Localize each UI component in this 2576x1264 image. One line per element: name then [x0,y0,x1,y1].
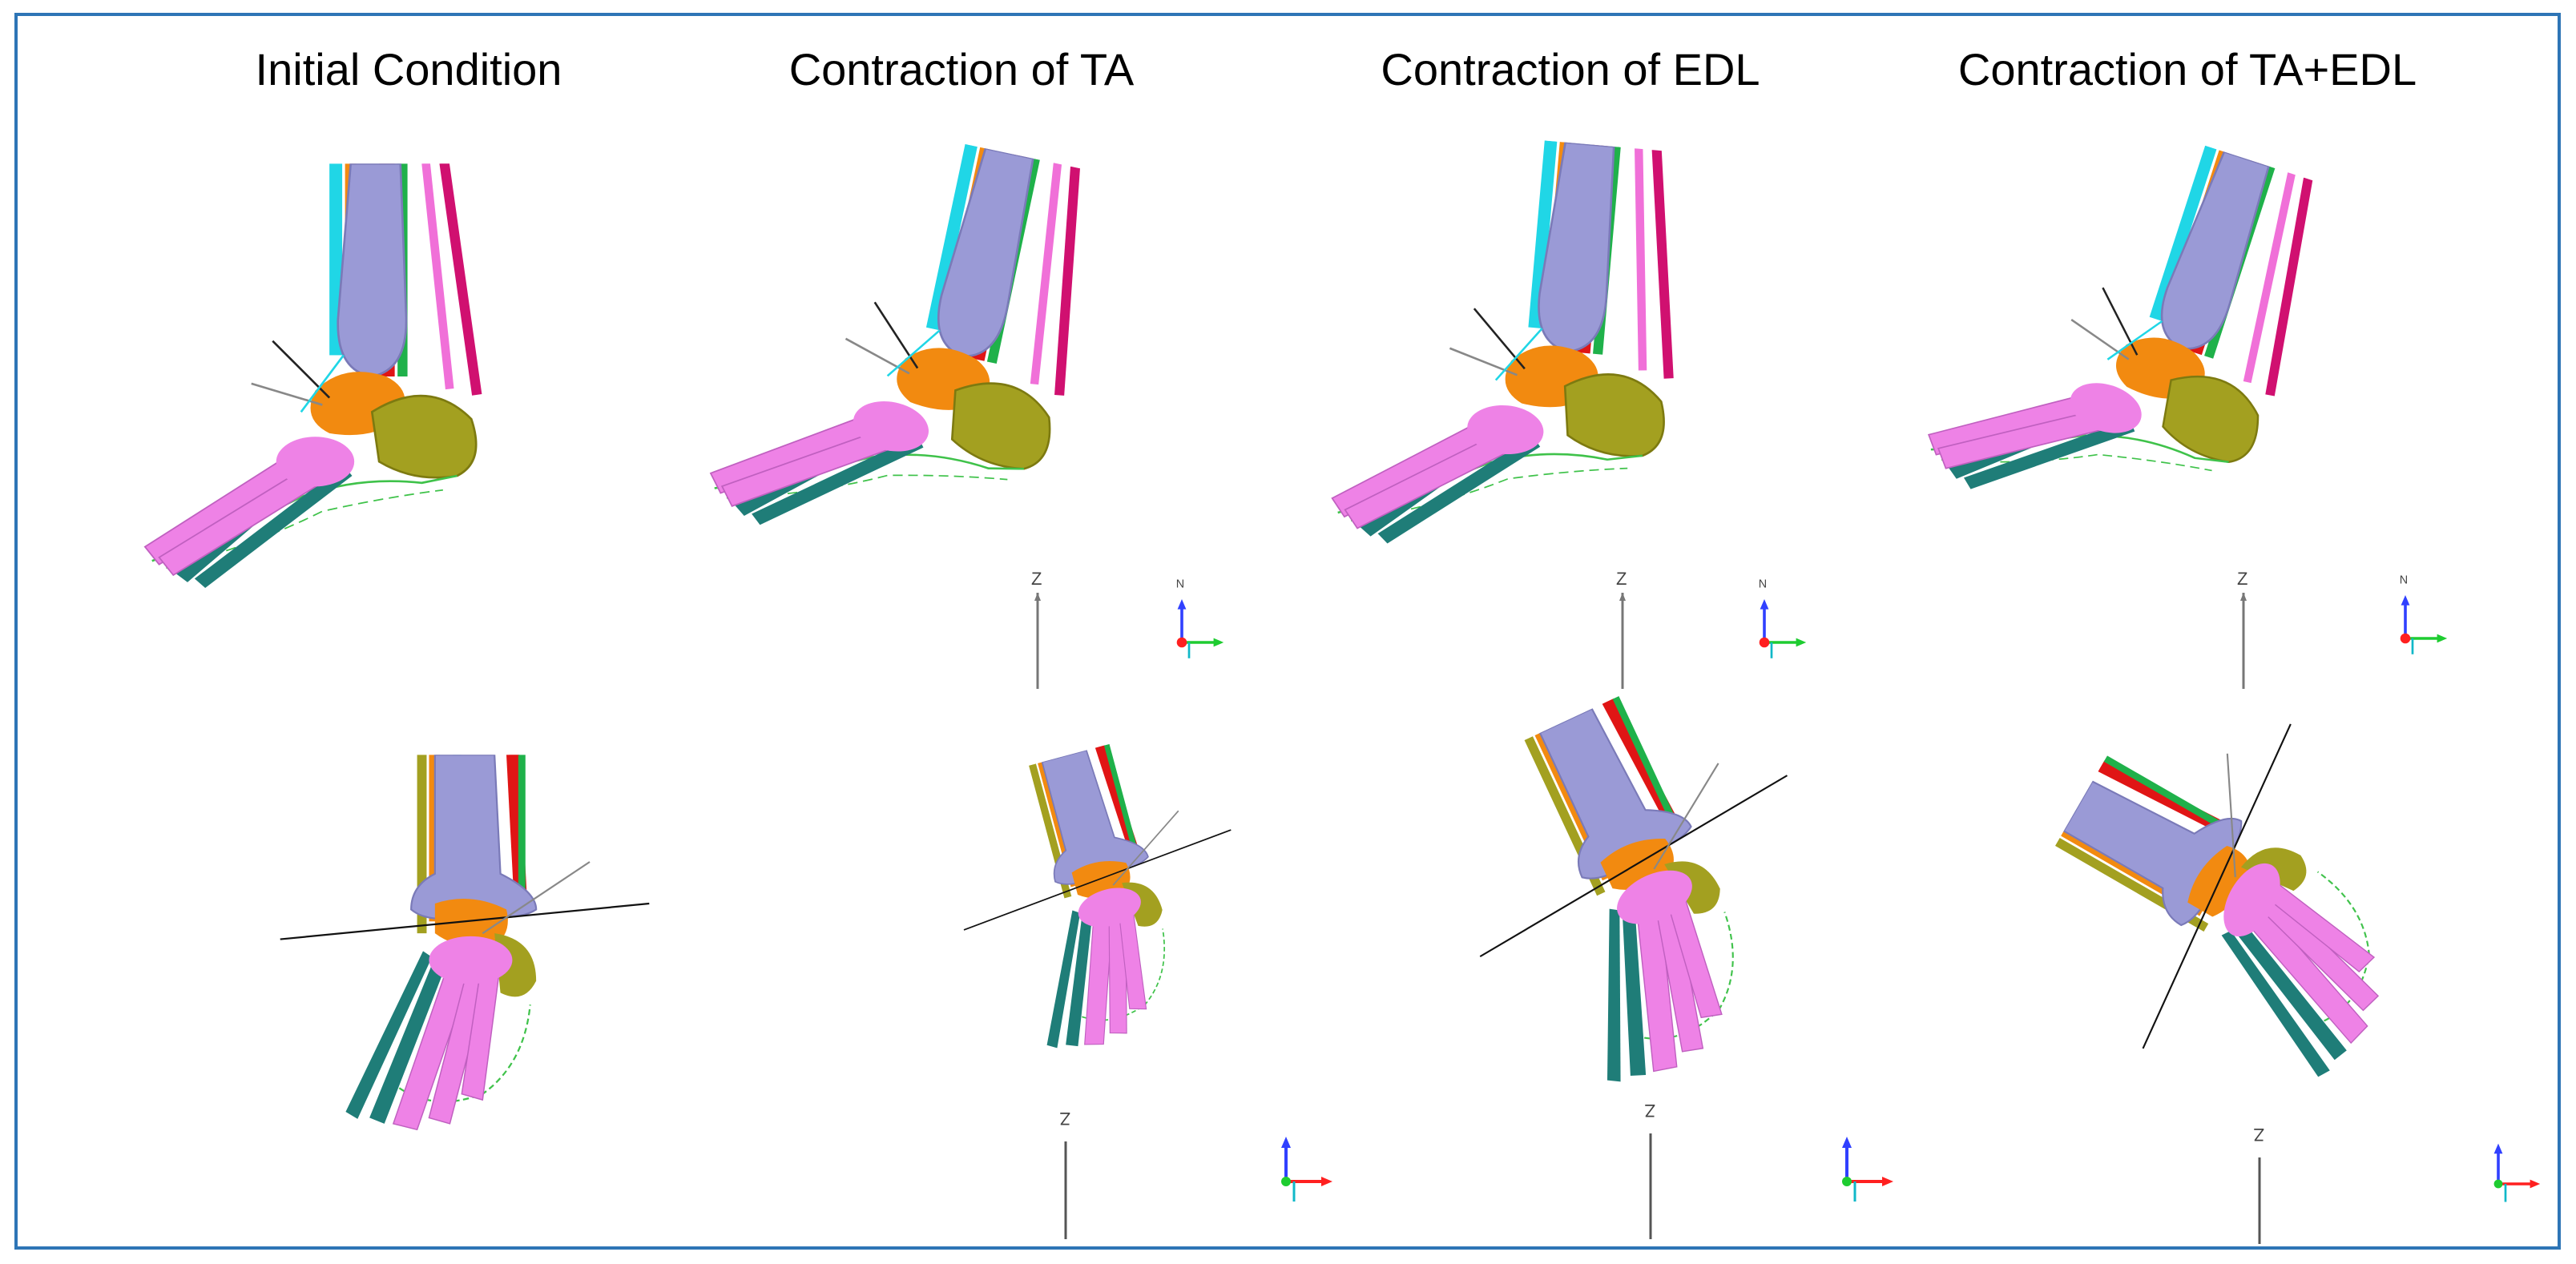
anterior-view-edl [1450,681,1851,1089]
lateral-foot-model [88,140,585,613]
z-axis-label: Z [1645,1101,1655,1121]
title-contraction-edl: Contraction of EDL [1381,44,1760,95]
z-axis-label: Z [1616,569,1627,589]
z-axis-ta-edl: Z [2219,561,2268,689]
z-axis-label: Z [2254,1125,2264,1145]
title-contraction-ta-edl: Contraction of TA+EDL [1957,44,2417,95]
triad-edl-bottom [1831,1121,1911,1210]
lateral-foot-model [1282,140,1779,557]
z-axis-ta: Z [1014,561,1062,689]
z-axis-bottom-ta: Z [1042,1101,1090,1242]
z-axis-label: Z [2237,569,2247,589]
lateral-view-ta [673,140,1170,557]
lateral-view-initial [88,140,585,613]
anterior-view-ta-edl [2051,689,2452,1089]
z-axis-bottom-ta-edl: Z [2235,1117,2284,1246]
z-axis-edl: Z [1598,561,1647,689]
title-initial-condition: Initial Condition [255,44,562,95]
triad-ta-top: N [1160,577,1232,665]
anterior-view-ta [945,681,1266,1113]
z-axis-bottom-edl: Z [1627,1093,1675,1242]
triad-ta-bottom [1270,1121,1350,1210]
triad-ta-edl-bottom [2484,1125,2556,1214]
lateral-view-edl [1282,140,1779,557]
z-axis-label: Z [1031,569,1042,589]
title-contraction-ta: Contraction of TA [788,44,1135,95]
anterior-foot-model [945,681,1266,1113]
lateral-view-ta-edl [1891,136,2388,537]
xyz-triad-icon [1757,598,1808,660]
triad-edl-top: N [1743,577,1815,665]
xyz-triad-icon [2398,594,2449,656]
xyz-triad-icon [1175,598,1225,660]
triad-ta-edl-top: N [2384,573,2456,661]
lateral-foot-model [673,140,1170,557]
z-axis-label: Z [1060,1109,1070,1129]
n-axis-label: N [1176,578,1184,591]
anterior-foot-model [2051,689,2452,1089]
n-axis-label: N [2400,574,2408,587]
anterior-view-initial [256,689,673,1202]
lateral-foot-model [1891,136,2388,537]
n-axis-label: N [1759,578,1767,591]
anterior-foot-model [1450,681,1851,1089]
anterior-foot-model [256,689,673,1202]
